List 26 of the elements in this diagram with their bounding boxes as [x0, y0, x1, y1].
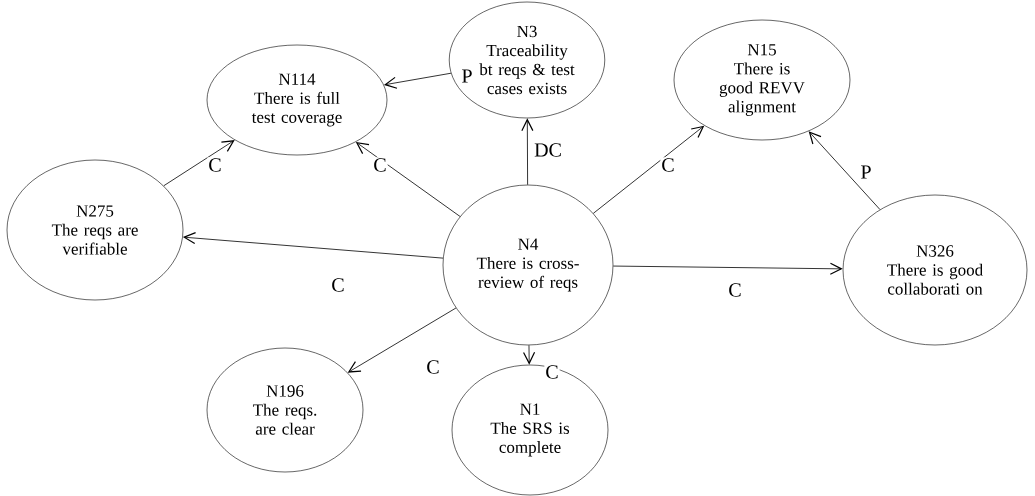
arrow	[347, 307, 457, 373]
edge-label: C	[544, 364, 560, 380]
arrow	[522, 344, 536, 365]
arrow	[355, 141, 461, 217]
ellipse-node: N114 There is full test coverage	[206, 44, 388, 156]
edge-label: C	[330, 277, 346, 293]
ellipse-node: N4 There is cross- review of reqs	[442, 184, 614, 346]
ellipse-node: N326 There is good collaborati on	[842, 194, 1028, 346]
edge-label: P	[859, 164, 873, 180]
arrow	[592, 125, 705, 214]
arrow	[163, 140, 235, 187]
arrow	[612, 262, 843, 275]
arrow	[383, 72, 452, 89]
edge-label: C	[207, 157, 223, 173]
edge-label: C	[425, 359, 441, 375]
edge-label: C	[660, 157, 676, 173]
ellipse-node: N15 There is good REVV alignment	[673, 19, 851, 141]
edge-label: C	[727, 282, 743, 298]
arrow	[521, 118, 534, 186]
ellipse-node: N196 The reqs. are clear	[206, 347, 364, 473]
arrow	[808, 131, 881, 210]
edge-label: C	[372, 157, 388, 173]
edge-label: DC	[533, 142, 563, 158]
arrow	[182, 232, 444, 259]
ellipse-node: N275 The reqs are verifiable	[6, 159, 184, 301]
edge-label: P	[460, 68, 474, 84]
